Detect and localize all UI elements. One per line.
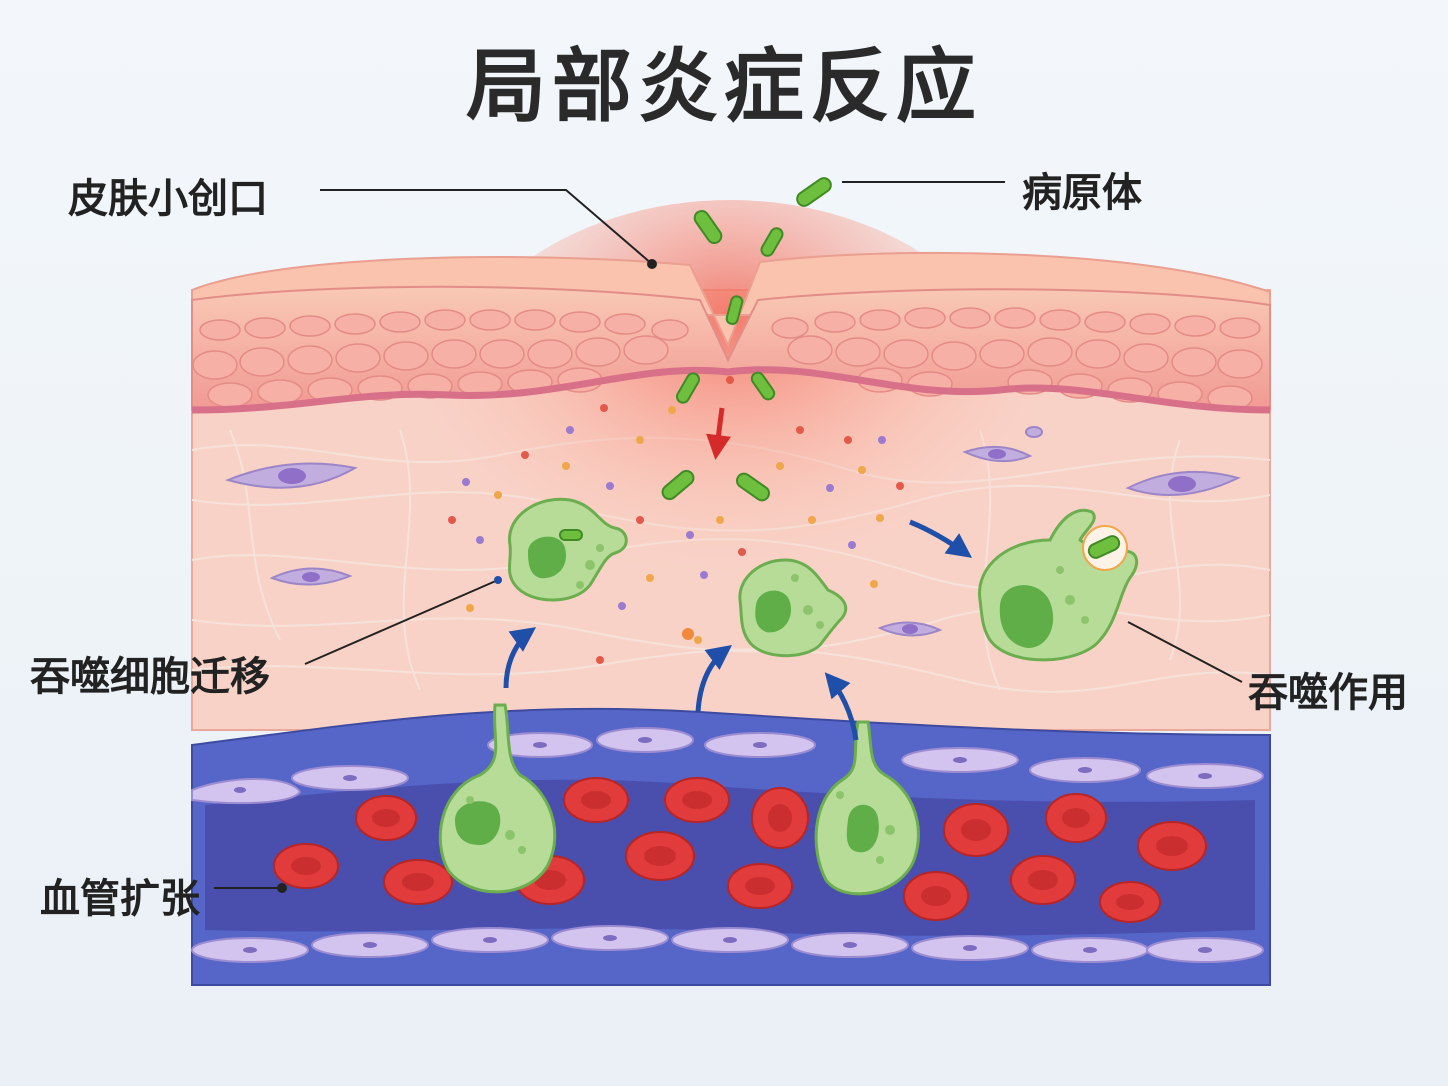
- leader-lines: [214, 181, 1243, 893]
- migration-arrows: [503, 519, 973, 741]
- label-vasodilation: 血管扩张: [40, 876, 200, 922]
- fibroblast-cells: [224, 426, 1241, 637]
- phagocytes-migrating: [508, 497, 1139, 662]
- label-skin-wound: 皮肤小创口: [68, 176, 268, 222]
- label-phagocytosis: 吞噬作用: [1248, 670, 1408, 716]
- label-phagocyte-migration: 吞噬细胞迁移: [30, 654, 270, 700]
- cytokine-particles: [448, 376, 904, 664]
- bacteria-pathogens: [661, 177, 832, 502]
- blood-vessel: [191, 707, 1271, 986]
- pathogen-entry-arrow: [706, 407, 731, 460]
- label-pathogen: 病原体: [1022, 170, 1142, 216]
- epidermis-layer: [191, 251, 1271, 414]
- page-title: 局部炎症反应: [466, 40, 982, 133]
- phagocytes-extravasating: [438, 703, 920, 896]
- red-blood-cells: [273, 777, 1207, 923]
